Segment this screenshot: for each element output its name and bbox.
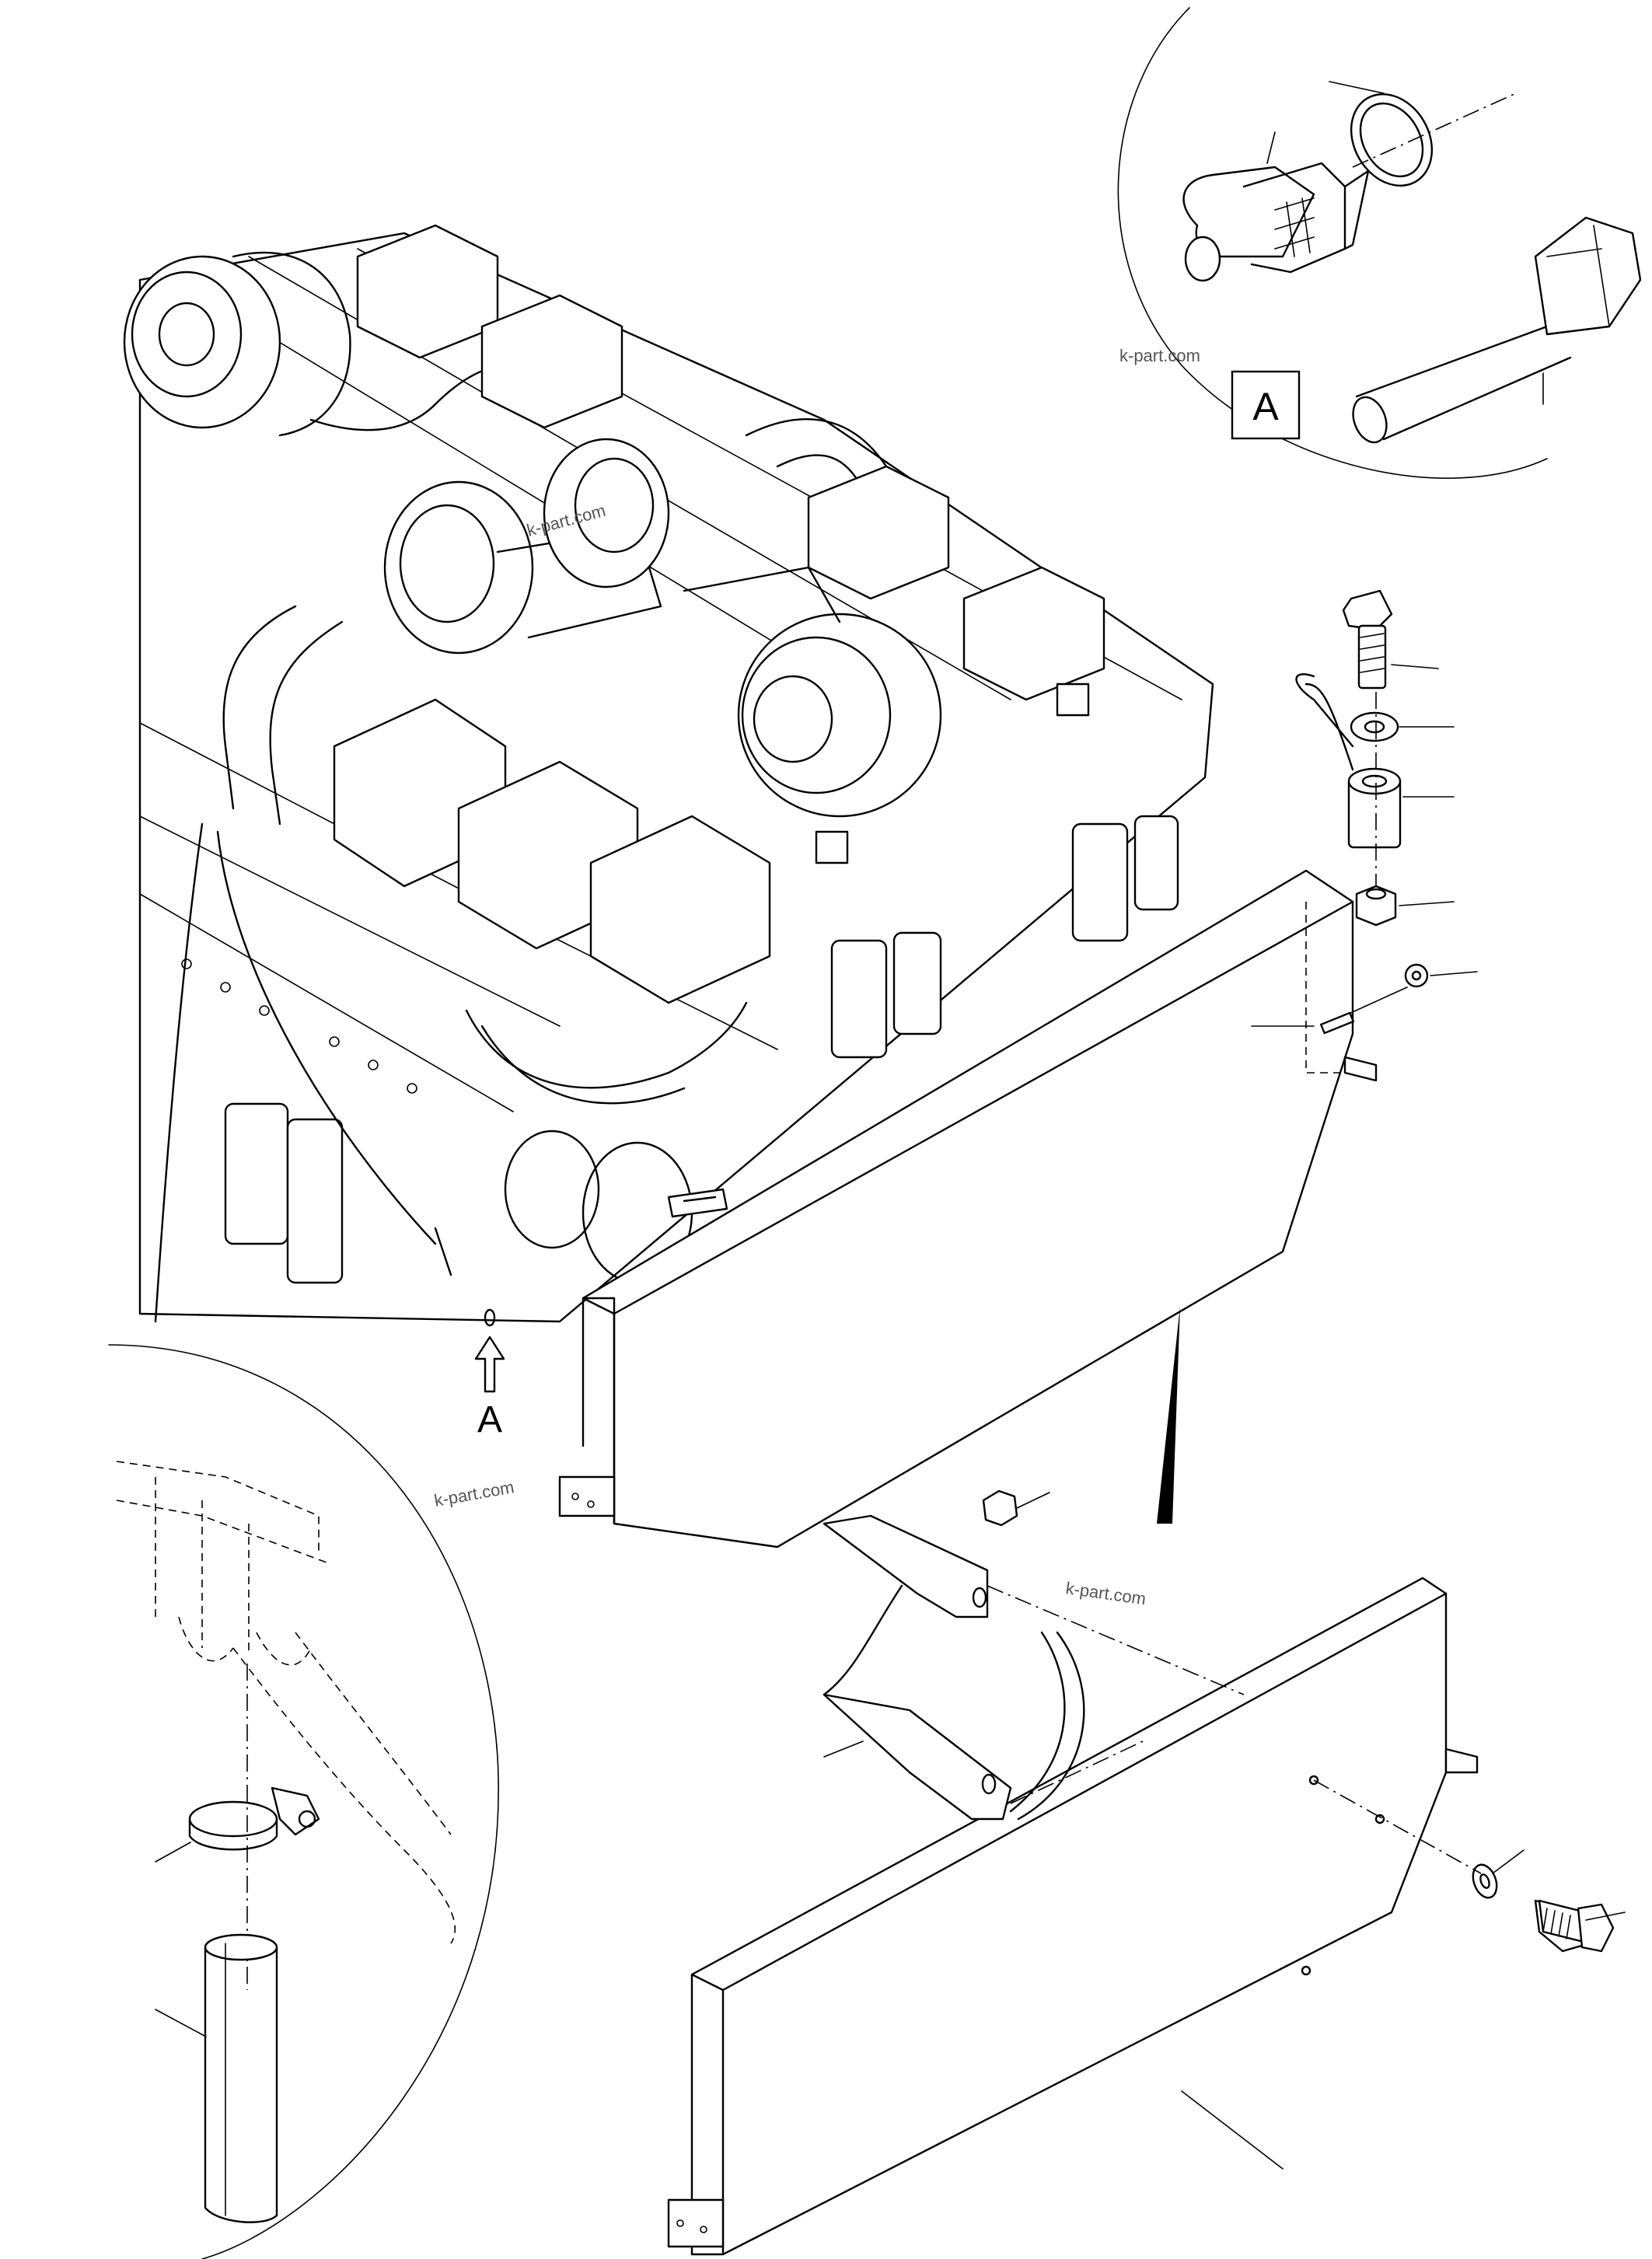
watermark-1: k-part.com [1119,346,1200,365]
fuel-filters [224,683,1179,1284]
engine-assembly: A k-part.com [123,224,1214,1440]
sealing-ring [1350,93,1434,187]
detail-a-label-box [1231,370,1301,440]
hose-clamp [188,1786,320,1851]
turbocharger-right [683,566,942,818]
mounting-bolt-stack [1342,589,1429,988]
guard-plate-lower [667,1576,1479,2256]
rocker-covers [333,224,1105,1004]
view-arrow-label: A [477,1399,502,1440]
detail-a-callout: A k-part.com [1117,7,1642,479]
shield-bracket [823,1514,1245,1821]
guard-plate-upper [558,589,1478,1548]
bracket-nut [982,1489,1050,1527]
connector-cable [1352,216,1642,444]
install-direction-arrow [1157,1306,1180,1524]
clamp-detail-callout: k-part.com [108,1344,516,2259]
side-bolt-assembly [1313,1779,1626,1953]
watermark-4: k-part.com [1064,1578,1147,1608]
watermark-3: k-part.com [433,1477,516,1510]
turbocharger-center [383,438,670,655]
turbocharger-left [123,251,351,437]
hose [204,1933,278,2223]
block-bolt-holes [181,958,417,1094]
sender-unit [1182,162,1370,282]
detail-a-label: A [1252,385,1279,428]
view-arrow [474,1335,505,1393]
sensor-port [484,1308,496,1327]
